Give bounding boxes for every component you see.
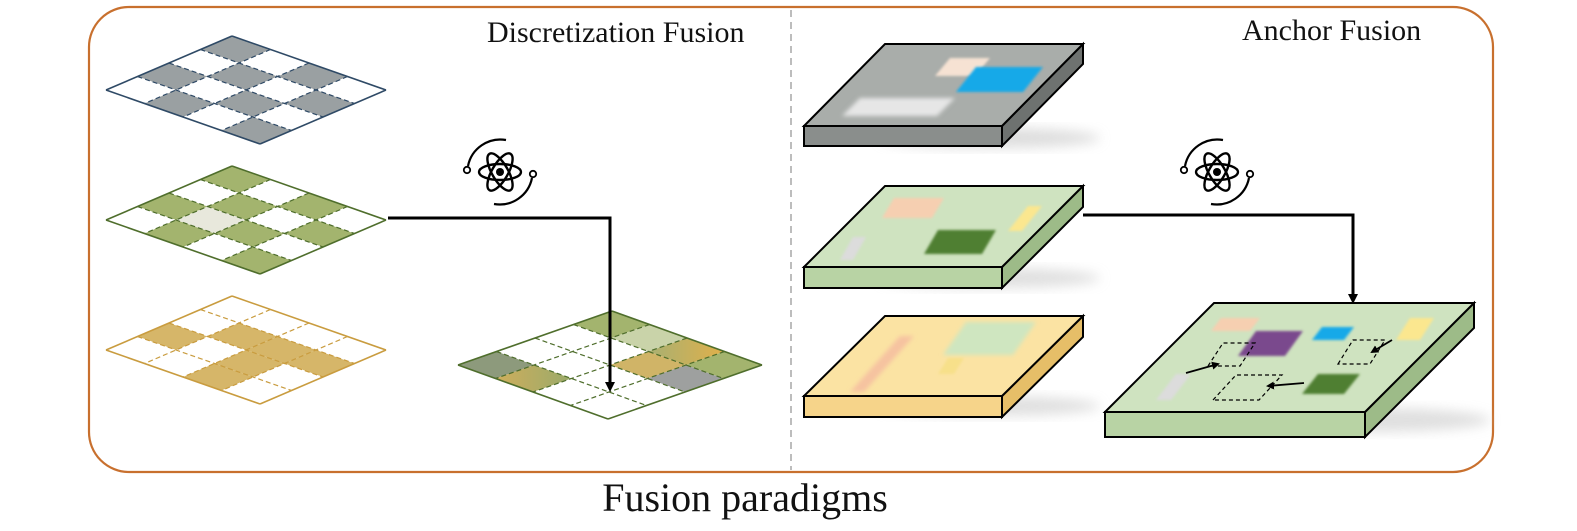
- grid-cell: [207, 323, 278, 350]
- grid-cell: [144, 220, 215, 247]
- gold-grid-layer: [105, 295, 387, 405]
- outer-frame: [87, 5, 1495, 474]
- grid-line: [495, 323, 650, 380]
- grid-line: [105, 349, 261, 405]
- grid-line: [457, 364, 609, 420]
- grid-line: [168, 62, 324, 118]
- grid-cell: [207, 193, 278, 220]
- fused-anchor-slab: [1102, 300, 1490, 440]
- grid-cell: [176, 76, 246, 104]
- grid-line: [534, 337, 686, 393]
- grid-cell: [214, 350, 285, 377]
- figure-caption: Fusion paradigms: [602, 475, 888, 520]
- grid-cell: [246, 336, 316, 364]
- grid-line: [259, 219, 387, 275]
- discretization-flow-arrow: [388, 216, 615, 392]
- green-grid-layer: [105, 165, 387, 275]
- grid-cell: [277, 323, 348, 350]
- yellow-feature-slab: [801, 313, 1100, 420]
- grid-line: [137, 335, 292, 392]
- grid-cell: [214, 90, 285, 117]
- atom-fusion-icon: [462, 138, 538, 206]
- grid-line: [259, 89, 387, 145]
- green-feature-slab: [801, 183, 1100, 291]
- grid-line: [137, 205, 292, 262]
- anchor-fusion-title: Anchor Fusion: [1242, 14, 1422, 47]
- grid-line: [168, 192, 324, 248]
- grid-cell: [277, 63, 348, 90]
- grid-line: [168, 322, 324, 378]
- grid-cell: [214, 220, 285, 247]
- grid-cell: [144, 350, 215, 377]
- grid-cell: [239, 179, 309, 207]
- grid-line: [607, 364, 763, 420]
- grid-line: [573, 323, 724, 380]
- grid-line: [221, 75, 348, 132]
- grid-cell: [277, 193, 348, 220]
- grid-line: [137, 75, 292, 132]
- grid-cell: [207, 63, 278, 90]
- grid-cell: [246, 76, 316, 104]
- gray-feature-slab: [801, 41, 1100, 149]
- grid-cell: [183, 233, 253, 261]
- grid-cell: [183, 363, 253, 391]
- discretization-fusion-title: Discretization Fusion: [487, 16, 745, 49]
- grid-line: [570, 350, 725, 407]
- gray-grid-layer: [105, 35, 387, 145]
- grid-cell: [239, 49, 309, 77]
- atom-fusion-icon: [1179, 138, 1255, 206]
- grid-line: [259, 349, 387, 405]
- grid-line: [496, 350, 647, 407]
- grid-line: [221, 205, 348, 262]
- grid-line: [105, 219, 261, 275]
- grid-cell: [246, 206, 316, 234]
- grid-cell: [183, 103, 253, 131]
- grid-cell: [144, 90, 215, 117]
- grid-cell: [176, 206, 246, 234]
- grid-cell: [239, 309, 309, 337]
- grid-cell: [176, 336, 246, 364]
- grid-line: [105, 89, 261, 145]
- anchor-flow-arrow: [1083, 213, 1358, 304]
- grid-line: [221, 335, 348, 392]
